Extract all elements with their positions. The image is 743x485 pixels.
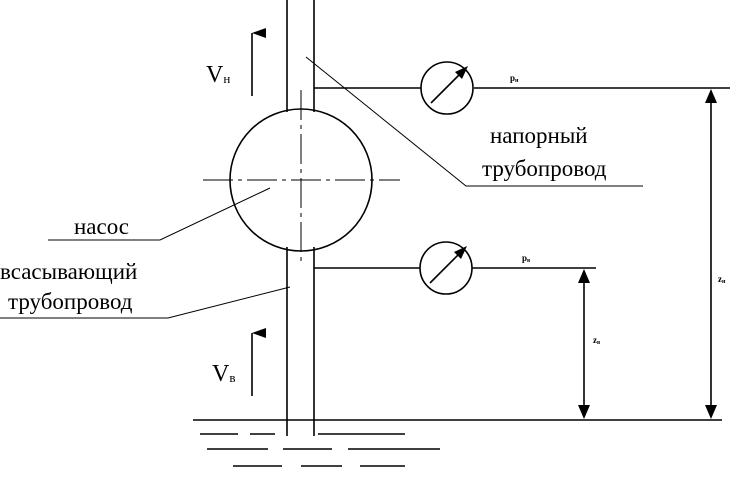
discharge-leader-line [305,56,643,187]
vertical-pipe [286,0,315,436]
dimension-discharge-label: zн [718,274,726,285]
suction-gauge [314,241,596,295]
pump-circle [203,90,400,262]
dimension-discharge-arrow [705,89,717,419]
suction-leader-line [0,286,291,319]
velocity-suction-label: Vв [212,361,235,387]
velocity-discharge-label: Vн [206,62,230,88]
discharge-gauge [314,61,730,115]
discharge-label-line-2: трубопровод [482,156,607,181]
discharge-label-line-1: напорный [490,123,588,148]
pressure-discharge-label: pн [510,73,519,84]
dimension-suction-arrow [578,269,590,419]
pump-label: насос [74,214,129,239]
pressure-suction-label: pв [522,253,531,264]
water-level [193,419,722,467]
suction-label-line-1: всасывающий [0,259,137,284]
suction-label-line-2: трубопровод [8,289,133,314]
dimension-suction-label: zв [593,335,601,346]
pump-leader-line [48,187,271,241]
